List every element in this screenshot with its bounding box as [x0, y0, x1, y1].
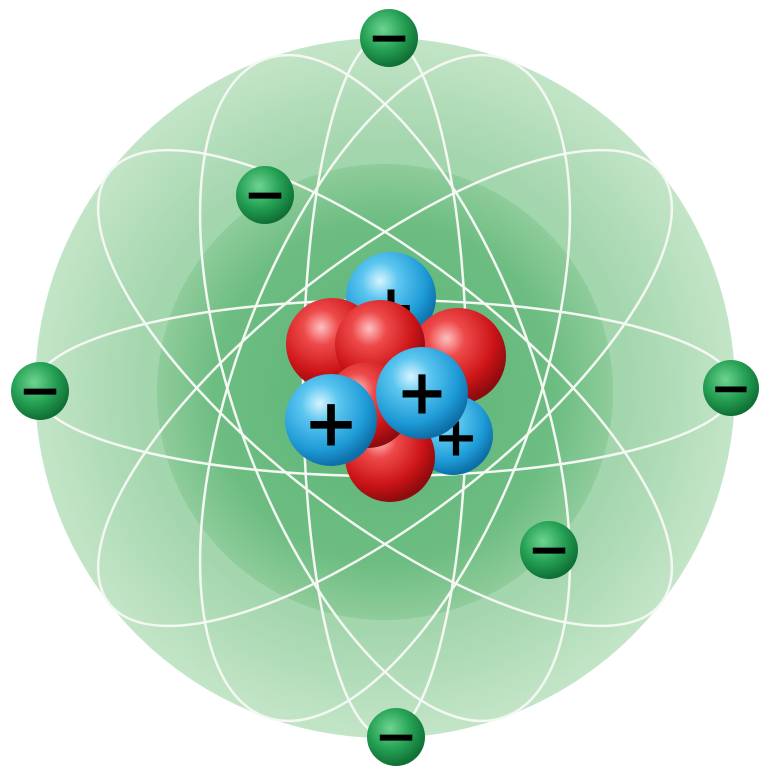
electron: − [360, 8, 418, 68]
electron: − [11, 361, 69, 421]
electron-sign: − [367, 8, 411, 68]
electron-sign: − [710, 359, 752, 417]
electron-sign: − [243, 165, 287, 225]
electron: − [703, 359, 759, 417]
electron: − [520, 520, 578, 580]
proton-sign: + [396, 356, 448, 429]
proton: + [376, 347, 468, 439]
electron: − [236, 165, 294, 225]
proton-sign: + [303, 385, 358, 462]
electron: − [367, 707, 425, 767]
electron-sign: − [18, 361, 62, 421]
electron-sign: − [527, 520, 571, 580]
electron-sign: − [374, 707, 418, 767]
proton: + [285, 374, 377, 466]
